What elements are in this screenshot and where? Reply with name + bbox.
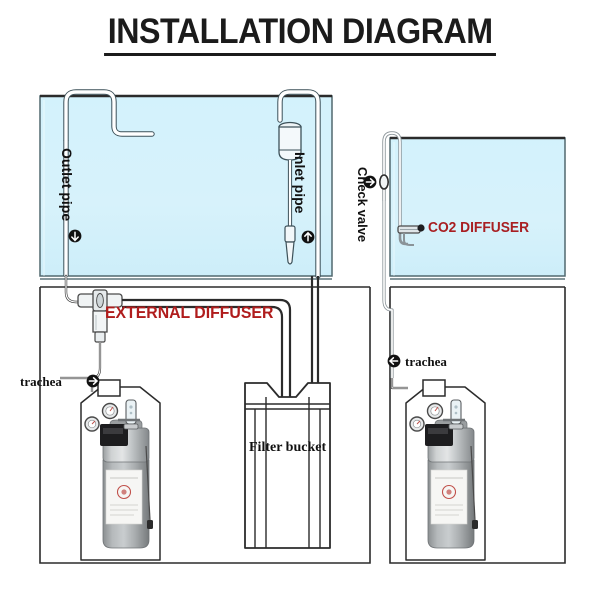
left-setup-group [39, 89, 371, 564]
check-valve-body [378, 174, 389, 190]
page-title: INSTALLATION DIAGRAM [103, 13, 497, 56]
lily-outflow-pipe [63, 89, 155, 304]
label-check-valve: Check valve [355, 167, 370, 243]
co2-airline-right [382, 131, 408, 390]
arrow-left-circle-icon-trachea-right [387, 354, 401, 368]
label-external-diffuser: EXTERNAL DIFFUSER [105, 303, 274, 322]
inlet-pipe-line [277, 89, 321, 398]
co2-cylinder-left [80, 379, 161, 561]
arrow-down-circle-icon [68, 229, 82, 243]
aquarium-tank-right [389, 136, 566, 280]
arrow-up-circle-icon [301, 230, 315, 244]
label-inlet-pipe: Inlet pipe [292, 152, 308, 214]
co2-cylinder-right [405, 379, 486, 561]
icon-layer [68, 175, 425, 388]
label-outlet-pipe: Outlet pipe [59, 148, 75, 222]
diffuser-to-tank-hose [122, 298, 292, 398]
external-diffuser-body [77, 289, 123, 343]
bullet-dot-icon [417, 224, 425, 232]
label-filter-bucket: Filter bucket [249, 440, 327, 455]
label-trachea-right: trachea [405, 354, 447, 369]
surface-skimmer-inlet [278, 121, 302, 265]
canister-filter [244, 382, 331, 549]
arrow-right-circle-icon-trachea-left [86, 374, 100, 388]
page-title-wrap: INSTALLATION DIAGRAM [0, 13, 600, 56]
label-co2-diffuser: CO2 DIFFUSER [428, 220, 530, 236]
right-setup-group [378, 131, 566, 564]
arrow-right-circle-icon-check-valve [363, 175, 377, 189]
label-trachea-left: trachea [20, 374, 62, 389]
